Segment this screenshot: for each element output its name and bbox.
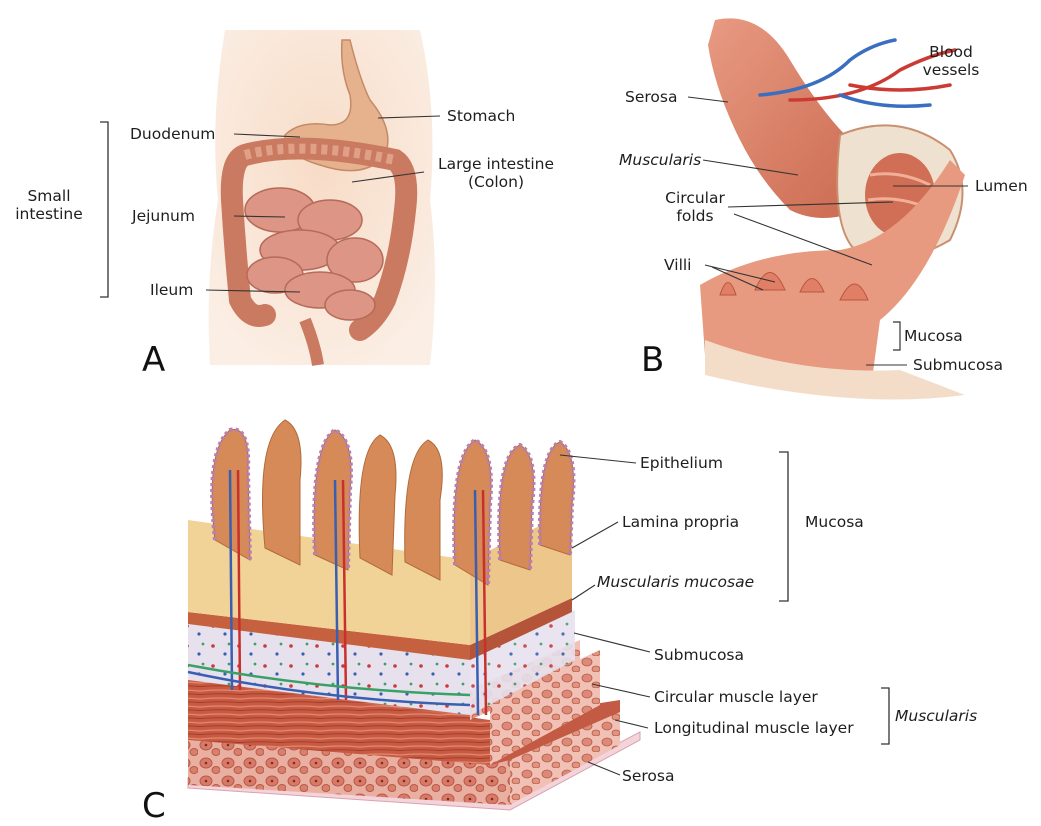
small-intestine-group-label: Small intestine bbox=[10, 187, 88, 223]
label-duodenum: Duodenum bbox=[130, 125, 215, 143]
panel-letter-b: B bbox=[641, 342, 664, 378]
blood-vessels-line1: Blood bbox=[916, 43, 986, 61]
circular-folds-line2: folds bbox=[655, 207, 735, 225]
panel-c-wall-layers bbox=[188, 420, 640, 810]
label-submucosa-c: Submucosa bbox=[654, 646, 744, 664]
panel-letter-c: C bbox=[142, 788, 166, 824]
panel-letter-a: A bbox=[142, 342, 165, 378]
panel-a-torso bbox=[209, 30, 435, 365]
small-intestine-line2: intestine bbox=[10, 205, 88, 223]
label-lumen: Lumen bbox=[975, 177, 1028, 195]
label-large-intestine: Large intestine (Colon) bbox=[426, 155, 566, 191]
label-submucosa-b: Submucosa bbox=[913, 356, 1003, 374]
blood-vessels-line2: vessels bbox=[916, 61, 986, 79]
label-blood-vessels: Blood vessels bbox=[916, 43, 986, 79]
label-mucosa-c: Mucosa bbox=[805, 513, 864, 531]
label-circular-folds: Circular folds bbox=[655, 189, 735, 225]
circular-folds-line1: Circular bbox=[655, 189, 735, 207]
label-muscularis-c: Muscularis bbox=[895, 707, 977, 725]
label-circular-muscle-layer: Circular muscle layer bbox=[654, 688, 818, 706]
label-serosa-b: Serosa bbox=[625, 88, 677, 106]
label-ileum: Ileum bbox=[150, 281, 193, 299]
label-epithelium: Epithelium bbox=[640, 454, 723, 472]
label-jejunum: Jejunum bbox=[132, 207, 195, 225]
label-mucosa-b: Mucosa bbox=[904, 327, 963, 345]
label-muscularis-mucosae: Muscularis mucosae bbox=[597, 573, 754, 591]
label-longitudinal-muscle-layer: Longitudinal muscle layer bbox=[654, 719, 854, 737]
label-serosa-c: Serosa bbox=[622, 767, 674, 785]
small-intestine-line1: Small bbox=[10, 187, 88, 205]
label-stomach: Stomach bbox=[447, 107, 515, 125]
label-villi: Villi bbox=[664, 256, 692, 274]
large-intestine-line2: (Colon) bbox=[426, 173, 566, 191]
large-intestine-line1: Large intestine bbox=[426, 155, 566, 173]
label-lamina-propria: Lamina propria bbox=[622, 513, 739, 531]
label-muscularis-b: Muscularis bbox=[619, 151, 701, 169]
